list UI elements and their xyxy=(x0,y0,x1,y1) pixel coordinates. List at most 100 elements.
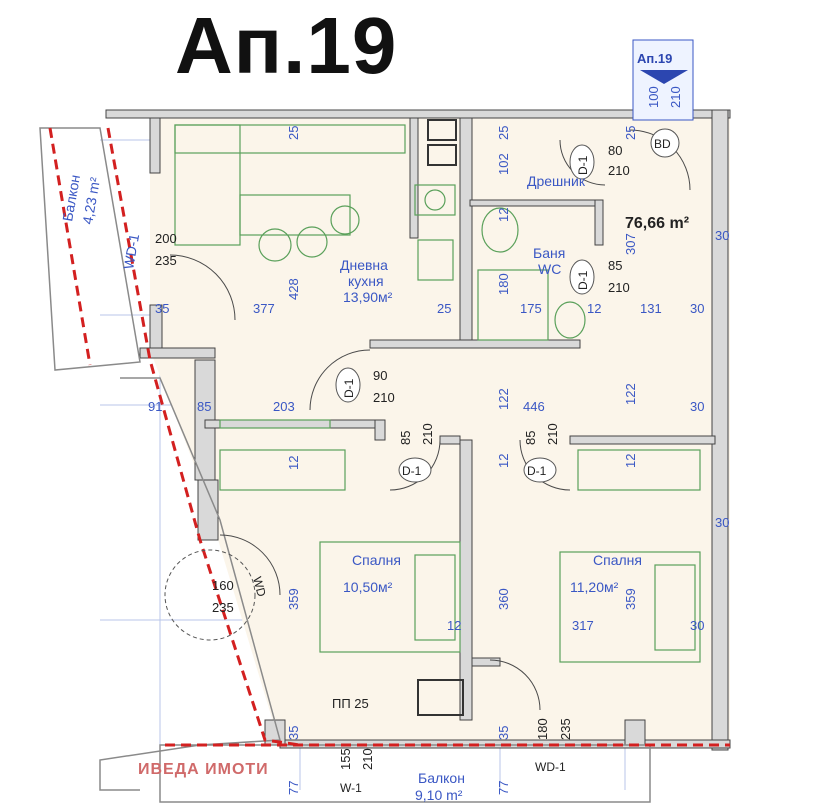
dim-428: 428 xyxy=(286,278,301,300)
dim-180: 180 xyxy=(496,273,511,295)
dim-30a: 30 xyxy=(715,228,729,243)
dim-122b: 122 xyxy=(623,383,638,405)
dim-307: 307 xyxy=(623,233,638,255)
unit-marker-arrow-icon xyxy=(640,70,688,84)
dim-30b: 30 xyxy=(690,301,704,316)
bath-door-circle xyxy=(569,259,595,295)
bedroom2-name: Спалня xyxy=(593,552,642,568)
dim-446: 446 xyxy=(523,399,545,414)
bedroom1-name: Спалня xyxy=(352,552,401,568)
balcony-bottom-name: Балкон xyxy=(418,770,465,786)
bed2-door-height: 210 xyxy=(545,423,560,445)
dim-30c: 30 xyxy=(690,399,704,414)
closet-door-circle xyxy=(569,144,595,180)
wd-bed1-code: WD xyxy=(250,575,269,598)
bath-door-code: D-1 xyxy=(576,270,590,290)
dim-12d: 12 xyxy=(496,454,511,468)
dim-102: 102 xyxy=(496,153,511,175)
dim-30d: 30 xyxy=(690,618,704,633)
balcony-boundary xyxy=(48,127,730,747)
apartment-title: Ап.19 xyxy=(175,1,398,90)
dim-377: 377 xyxy=(253,301,275,316)
dim-359b: 359 xyxy=(623,588,638,610)
floor-area xyxy=(150,115,730,745)
dim-25c: 25 xyxy=(623,126,638,140)
marker-dim-210: 210 xyxy=(668,86,683,108)
dim-35c: 35 xyxy=(496,726,511,740)
dim-25b: 25 xyxy=(496,126,511,140)
closet-door-height: 210 xyxy=(608,163,630,178)
wd-bed1-width: 160 xyxy=(212,578,234,593)
wd-bed2-height: 235 xyxy=(558,718,573,740)
hall-door-code: D-1 xyxy=(342,378,356,398)
living-name-2: кухня xyxy=(348,273,384,289)
bed1-door-code: D-1 xyxy=(402,464,422,478)
dim-77a: 77 xyxy=(286,781,301,795)
bed2-door-circle xyxy=(523,457,557,483)
bath-name-wc: WC xyxy=(538,261,561,277)
marker-dim-100: 100 xyxy=(646,86,661,108)
dim-85: 85 xyxy=(197,399,211,414)
dim-12b: 12 xyxy=(587,301,601,316)
wd-left-height: 235 xyxy=(155,253,177,268)
closet-name: Дрешник xyxy=(527,173,586,189)
wd-bed2-width: 180 xyxy=(535,718,550,740)
wd-bed1-circle xyxy=(164,549,256,641)
stove-icons xyxy=(417,119,464,716)
balcony-left-name: Балкон xyxy=(59,174,83,223)
bath-name: Баня xyxy=(533,245,565,261)
dim-91: 91 xyxy=(148,399,162,414)
dim-25a: 25 xyxy=(286,126,301,140)
dim-12f: 12 xyxy=(447,618,461,633)
dim-360: 360 xyxy=(496,588,511,610)
dim-317: 317 xyxy=(572,618,594,633)
hall-door-height: 210 xyxy=(373,390,395,405)
bath-door-width: 85 xyxy=(608,258,622,273)
bedroom2-area: 11,20м² xyxy=(570,579,619,595)
bath-fixtures xyxy=(477,207,586,341)
bed1-door-circle xyxy=(398,457,432,483)
watermark: ИВЕДА ИМОТИ xyxy=(138,761,269,778)
balcony-bottom-area: 9,10 m² xyxy=(415,787,463,803)
beds xyxy=(219,449,701,663)
bed1-door-height: 210 xyxy=(420,423,435,445)
dim-12a: 12 xyxy=(496,208,511,222)
bath-door-height: 210 xyxy=(608,280,630,295)
entry-door-code: BD xyxy=(654,137,671,151)
hall-door-width: 90 xyxy=(373,368,387,383)
dim-359a: 359 xyxy=(286,588,301,610)
closet-door-code: D-1 xyxy=(576,155,590,175)
pp-label: ПП 25 xyxy=(332,696,369,711)
unit-marker-label: Ап.19 xyxy=(637,51,672,66)
wd-left-code: WD-1 xyxy=(120,232,142,270)
dim-12e: 12 xyxy=(623,454,638,468)
wd-bed1-height: 235 xyxy=(212,600,234,615)
bed1-door-width: 85 xyxy=(398,431,413,445)
dim-122a: 122 xyxy=(496,388,511,410)
bed2-door-width: 85 xyxy=(523,431,538,445)
balcony-left-area: 4,23 m² xyxy=(79,176,103,226)
dim-25d: 25 xyxy=(437,301,451,316)
walls xyxy=(105,109,731,751)
living-name: Дневна xyxy=(340,257,388,273)
dim-35b: 35 xyxy=(286,726,301,740)
wd-left-width: 200 xyxy=(155,231,177,246)
w-bottom-height: 210 xyxy=(360,748,375,770)
total-area: 76,66 m² xyxy=(625,215,689,232)
dim-30e: 30 xyxy=(715,515,729,530)
dim-131: 131 xyxy=(640,301,662,316)
dimension-labels: 25 25 25 102 12 307 30 428 377 35 25 175… xyxy=(148,126,729,795)
living-furniture xyxy=(174,124,456,429)
dim-175: 175 xyxy=(520,301,542,316)
closet-door-width: 80 xyxy=(608,143,622,158)
entry-door-circle xyxy=(650,128,680,158)
dim-203: 203 xyxy=(273,399,295,414)
dim-12c: 12 xyxy=(286,456,301,470)
hall-door-circle xyxy=(335,367,361,403)
bedroom1-area: 10,50м² xyxy=(343,579,393,595)
w-bottom-code: W-1 xyxy=(340,781,362,795)
wd-bottom-code: WD-1 xyxy=(535,760,566,774)
w-bottom-width: 155 xyxy=(338,748,353,770)
bed2-door-code: D-1 xyxy=(527,464,547,478)
